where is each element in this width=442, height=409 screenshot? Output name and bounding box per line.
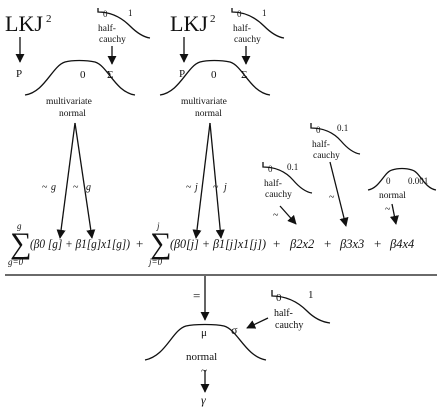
beta4-max: 0.001 [408,176,428,186]
mid-lkj-label: LKJ [170,11,208,36]
beta2-arrow [279,205,297,225]
mid-mvn-param-sigma: Σ [241,69,247,81]
likelihood-normal-curve [144,323,267,361]
left-mvn-param-sigma: Σ [107,69,113,81]
left-halfcauchy-min: 0 [103,9,108,19]
mid-mvn-param-p: P [179,68,185,80]
likelihood-normal-label: normal [186,351,217,363]
beta4-normal-curve [367,167,437,191]
mid-index-1: j [193,182,198,193]
term-beta4: β4x4 [389,237,414,251]
beta3-halfcauchy-curve [310,123,361,155]
mid-halfcauchy-curve [231,8,285,39]
mid-mvn-label-2: normal [195,109,222,119]
mid-mvn-curve [159,59,271,96]
left-halfcauchy-curve [97,8,151,39]
beta2-label-1: half- [264,178,282,189]
sum-symbol-2: ∑ [150,227,171,260]
left-halfcauchy-max: 1 [128,8,133,18]
sum1-lower: g=0 [8,257,24,267]
beta3-prior-group: 0 0.1 half- cauchy ~ [310,123,361,227]
beta2-label-2: cauchy [265,190,292,200]
beta3-tilde: ~ [329,192,335,203]
term-beta3: β3x3 [339,237,364,251]
term-group-g: (β0 [g] + β1[g]x1[g]) [30,237,130,251]
beta4-label: normal [379,191,406,201]
left-index-1: g [51,182,56,193]
mid-lkj-sup: 2 [210,13,216,25]
plus-2: + [273,236,280,251]
sigma-halfcauchy-curve [271,290,331,324]
mid-halfcauchy-max: 1 [262,8,267,18]
sum1-upper: g [17,221,22,231]
left-mvn-label-2: normal [59,109,86,119]
left-mvn-label-1: multivariate [46,97,92,107]
plus-4: + [374,236,381,251]
sigma-halfcauchy-label-1: half- [274,308,293,319]
beta2-tilde: ~ [273,210,279,221]
beta4-min: 0 [386,176,391,186]
mid-halfcauchy-label-1: half- [233,23,251,34]
likelihood-group: = 0 1 half- cauchy μ σ normal ~ γ [144,276,331,407]
linear-predictor-equation: ∑ g g=0 (β0 [g] + β1[g]x1[g]) + ∑ j j=0 … [8,221,414,267]
beta2-halfcauchy-curve [262,162,313,194]
sigma-arrow [246,317,269,329]
likelihood-tilde: ~ [201,365,207,377]
beta4-arrow [389,203,399,225]
outcome-gamma: γ [201,393,206,407]
sigma-halfcauchy-max: 1 [308,289,314,301]
beta3-label-1: half- [312,139,330,150]
mid-prior-group: LKJ 2 0 1 half- cauchy P 0 Σ multivariat… [159,8,285,239]
plus-1: + [136,236,143,251]
sigma-halfcauchy-min: 0 [276,292,282,304]
beta4-prior-group: 0 0.001 normal ~ [367,167,437,225]
sigma-halfcauchy-label-2: cauchy [275,320,303,331]
left-tilde-2: ~ [73,182,79,193]
mid-mvn-label-1: multivariate [181,97,227,107]
left-index-2: g [86,182,91,193]
mid-tilde-2: ~ [213,182,219,193]
mid-index-2: j [222,182,227,193]
plus-3: + [324,236,331,251]
term-beta2: β2x2 [289,237,314,251]
left-prior-group: LKJ 2 0 1 half- cauchy P 0 Σ multivariat… [5,8,151,239]
term-group-j: (β0[j] + β1[j]x1[j]) [170,237,266,251]
equals-sign: = [193,288,200,303]
beta2-min: 0 [268,164,273,174]
beta3-max: 0.1 [337,123,348,133]
mid-mvn-param-zero: 0 [211,69,217,81]
left-mvn-param-zero: 0 [80,69,86,81]
beta3-min: 0 [316,125,321,135]
left-lkj-sup: 2 [46,13,52,25]
left-halfcauchy-label-2: cauchy [99,35,126,45]
beta2-max: 0.1 [287,162,298,172]
left-mvn-arrow-slope [74,122,96,239]
left-tilde-1: ~ [42,182,48,193]
left-lkj-label: LKJ [5,11,43,36]
mid-mvn-arrow-intercept [192,122,211,239]
sigma-label: σ [231,323,238,337]
mid-mvn-arrow-slope [209,122,225,239]
mid-halfcauchy-label-2: cauchy [234,35,261,45]
mid-tilde-1: ~ [186,182,192,193]
left-halfcauchy-label-1: half- [98,23,116,34]
mu-label: μ [201,327,207,339]
beta3-label-2: cauchy [313,151,340,161]
sum-symbol-1: ∑ [10,227,31,260]
sum2-upper: j [156,221,160,231]
left-mvn-arrow-intercept [56,122,76,239]
mid-halfcauchy-min: 0 [237,9,242,19]
beta3-arrow [329,161,349,227]
left-mvn-curve [24,59,136,96]
left-mvn-param-p: P [16,68,22,80]
sum2-lower: j=0 [148,257,163,267]
beta4-tilde: ~ [385,204,391,215]
beta2-prior-group: 0 0.1 half- cauchy ~ [262,162,313,225]
